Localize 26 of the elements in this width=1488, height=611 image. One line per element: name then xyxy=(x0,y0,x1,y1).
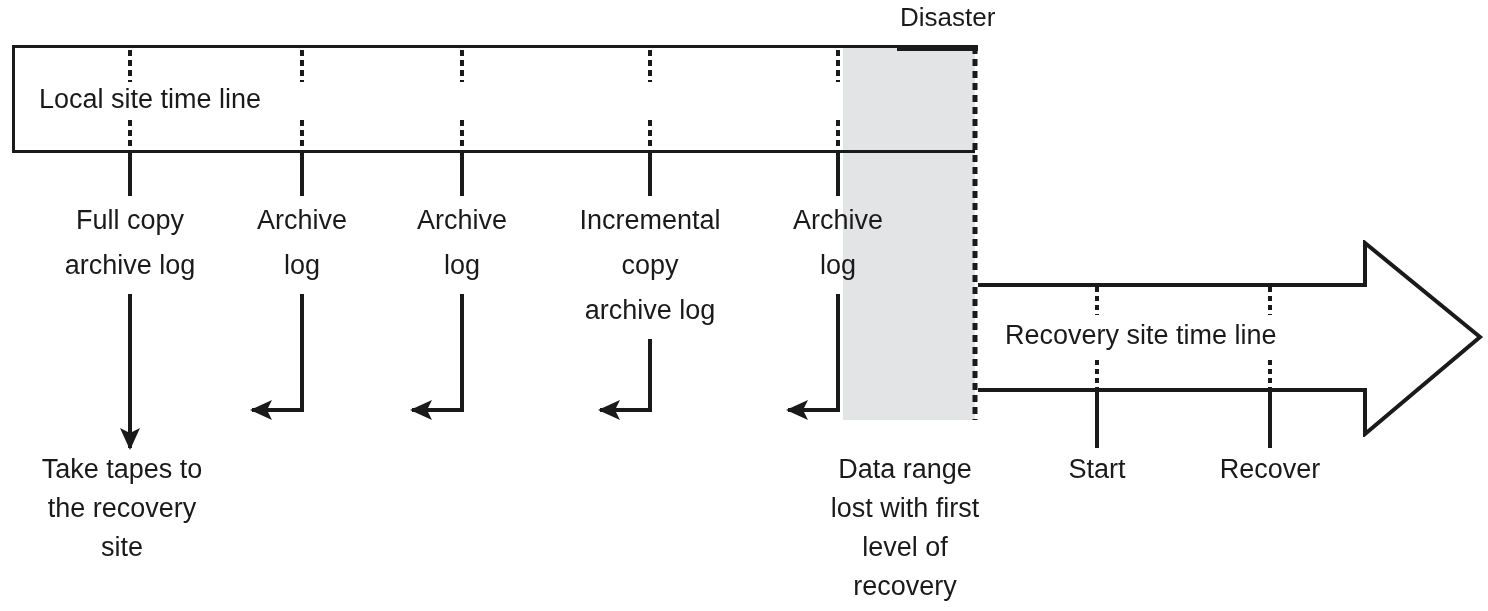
arrow xyxy=(410,294,464,420)
timeline-label: Local site time line xyxy=(39,84,262,115)
event-label: Full copy archive log xyxy=(30,198,230,288)
arrow xyxy=(786,294,840,420)
arrow xyxy=(250,294,304,420)
tick-line xyxy=(460,153,464,196)
timeline-label: Recovery site time line xyxy=(1005,320,1277,351)
timeline-band xyxy=(12,45,975,153)
event-label: Start xyxy=(1068,450,1126,489)
event-label: Recover xyxy=(1219,450,1321,489)
event-label: Disaster xyxy=(900,2,996,33)
tick-line xyxy=(128,153,132,196)
event-label: Data range lost with first level of recovery xyxy=(830,450,980,606)
event-label: Archive log xyxy=(783,198,893,288)
event-label: Take tapes to the recovery site xyxy=(37,450,207,567)
event-label: Incremental copy archive log xyxy=(575,198,725,333)
tick-line xyxy=(836,153,840,196)
event-label: Archive log xyxy=(247,198,357,288)
arrow xyxy=(598,339,652,420)
tick-line xyxy=(648,153,652,196)
tick-line xyxy=(300,153,304,196)
tick-line xyxy=(1268,390,1272,448)
event-label: Archive log xyxy=(407,198,517,288)
timeline-arrow xyxy=(975,240,1485,437)
arrow xyxy=(120,294,140,450)
tick-line xyxy=(1095,390,1099,448)
